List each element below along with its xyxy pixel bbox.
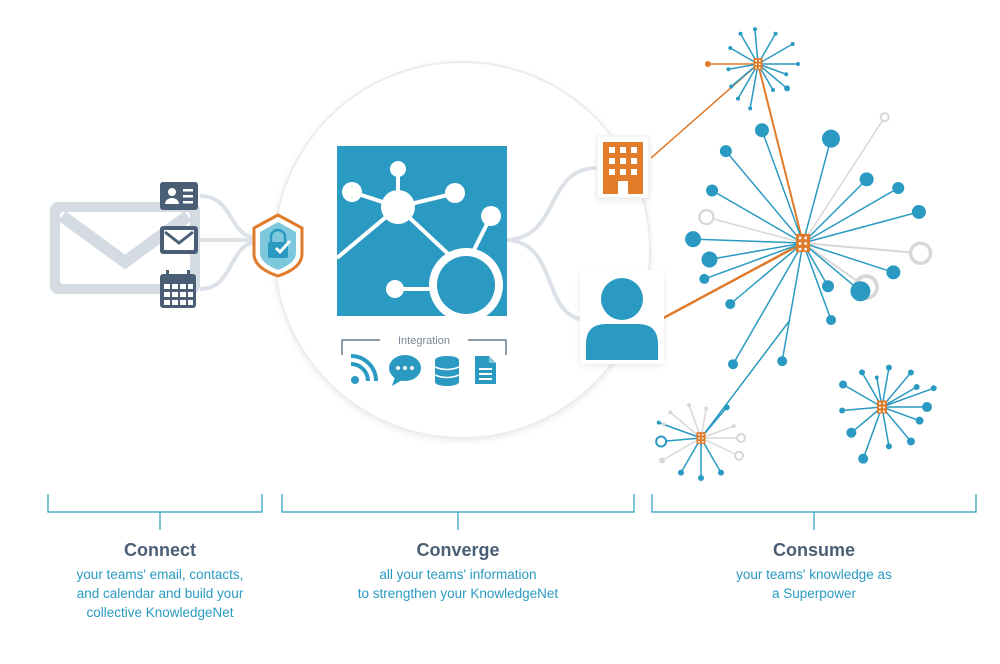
converge-section: Converge all your teams' information to …: [318, 540, 598, 603]
section-brackets: [47, 494, 977, 530]
connect-title: Connect: [124, 540, 196, 560]
consume-title: Consume: [772, 540, 855, 560]
company-building-icon: [596, 135, 650, 199]
mail-icon: [160, 226, 198, 254]
converge-connectors: [504, 166, 597, 322]
connect-description: your teams' email, contacts, and calenda…: [76, 567, 244, 620]
person-icon: [580, 270, 664, 364]
database-icon: [434, 356, 460, 386]
integration-bracket: Integration: [341, 335, 507, 355]
integration-label: Integration: [398, 335, 450, 347]
consume-section: Consume your teams' knowledge as a Super…: [694, 540, 934, 603]
consume-description: your teams' knowledge as a Superpower: [736, 567, 892, 601]
security-shield-icon: [252, 213, 304, 278]
connect-connectors: [199, 194, 259, 291]
contact-card-icon: [160, 182, 198, 210]
document-icon: [475, 356, 496, 384]
rss-feed-icon: [350, 354, 378, 384]
calendar-icon: [160, 270, 196, 308]
chat-icon: [389, 355, 421, 386]
network-nodes: [655, 27, 937, 481]
converge-description: all your teams' information to strengthe…: [357, 567, 559, 601]
envelope-icon: [50, 202, 200, 294]
knowledge-hub-icon: [335, 146, 507, 322]
network-lines: [650, 29, 934, 478]
converge-title: Converge: [416, 540, 500, 560]
connect-section: Connect your teams' email, contacts, and…: [40, 540, 280, 622]
